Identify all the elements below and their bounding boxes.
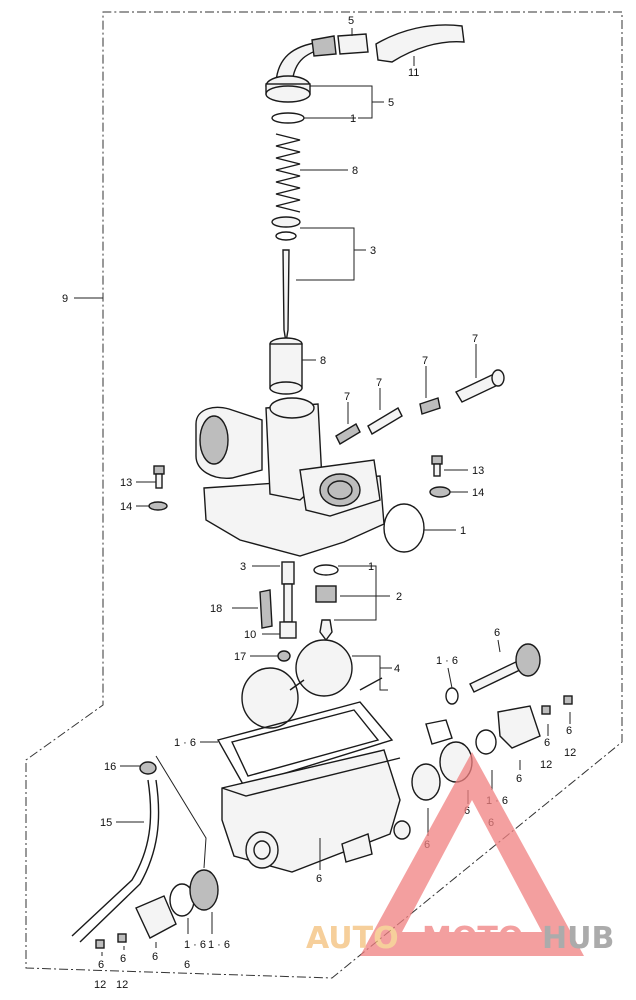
jet-needle xyxy=(282,249,290,343)
top-cap xyxy=(265,75,311,103)
callout-6-plate: 6 xyxy=(516,773,522,785)
callout-6-bottom-a: 6 xyxy=(98,959,104,971)
callout-18: 18 xyxy=(210,603,222,615)
callout-2: 2 xyxy=(396,591,402,603)
callout-5-top: 5 xyxy=(348,15,354,27)
callout-1-oring: 1 xyxy=(350,113,356,125)
callout-8-spring: 8 xyxy=(352,165,358,177)
callout-3-clip: 3 xyxy=(370,245,376,257)
adjust-screw-7b xyxy=(367,407,403,435)
float-assembly xyxy=(241,639,383,729)
callout-1-gasket: 1 xyxy=(460,525,466,537)
bottom-screw-b xyxy=(117,933,127,943)
tube-clamp xyxy=(139,761,157,775)
callout-8-slide: 8 xyxy=(320,355,326,367)
callout-9: 9 xyxy=(62,293,68,305)
bowl-gasket xyxy=(216,701,394,787)
main-jet-holder xyxy=(279,561,297,639)
slow-jet-17 xyxy=(277,650,291,662)
callout-6-cover-screw-b: 6 xyxy=(566,725,572,737)
callout-6-bottom-c: 6 xyxy=(152,951,158,963)
diaphragm-o-ring xyxy=(475,729,497,755)
adjust-screw-7c xyxy=(419,397,441,415)
automotohub-watermark: AUTO MOTO HUB xyxy=(306,752,614,956)
callout-6-shaft: 6 xyxy=(494,627,500,639)
watermark-text-hub: HUB xyxy=(542,921,614,956)
callout-12-bottom-b: 12 xyxy=(116,979,128,991)
callout-17: 17 xyxy=(234,651,246,663)
callout-10: 10 xyxy=(244,629,256,641)
throttle-slide xyxy=(269,337,303,395)
drain-screw-shaft xyxy=(469,643,541,693)
cover-plate xyxy=(497,705,541,749)
needle-clip-retainer xyxy=(271,216,301,241)
float-bowl xyxy=(221,749,411,873)
callout-6-cover-screw-a: 6 xyxy=(544,737,550,749)
bottom-diaphragm xyxy=(189,869,219,911)
slow-jet-18 xyxy=(259,589,273,629)
fuel-tube xyxy=(71,779,160,943)
callout-14-right: 14 xyxy=(472,487,484,499)
assembly-border xyxy=(25,11,623,979)
callout-6-bottom-b: 6 xyxy=(120,953,126,965)
diaphragm-cover-b xyxy=(411,763,441,801)
callout-1-6-left: 1 · 6 xyxy=(174,737,196,749)
bottom-screw-a xyxy=(95,939,105,949)
callout-13-right: 13 xyxy=(472,465,484,477)
cover-screw-a xyxy=(541,705,551,715)
leader-lines xyxy=(74,28,571,956)
throttle-spring xyxy=(275,133,301,213)
throttle-cable-elbow xyxy=(275,35,337,85)
flange-bolt-right xyxy=(431,455,443,477)
cover-screw-b xyxy=(563,695,573,705)
callout-3-jet: 3 xyxy=(240,561,246,573)
callout-4: 4 xyxy=(394,663,400,675)
callout-12-cover-screw-a: 12 xyxy=(540,759,552,771)
callout-7-c: 7 xyxy=(422,355,428,367)
watermark-text-auto: AUTO xyxy=(306,921,399,956)
cable-boot xyxy=(337,33,369,55)
float-valve-seat xyxy=(313,564,339,603)
adjust-screw-7d xyxy=(455,369,505,403)
callout-6-cover-a: 6 xyxy=(464,805,470,817)
callout-5-cap: 5 xyxy=(388,97,394,109)
callout-1-6-bottom-2: 1 · 6 xyxy=(208,939,230,951)
callout-12-cover-screw-b: 12 xyxy=(564,747,576,759)
bottom-cover-plate xyxy=(135,895,177,939)
carburetor-body xyxy=(195,397,385,557)
cover-gasket xyxy=(425,719,453,745)
callout-1-seat: 1 xyxy=(368,561,374,573)
callout-6-bottom-d: 6 xyxy=(184,959,190,971)
adjust-screw-7a xyxy=(335,423,361,445)
flange-washer-right xyxy=(429,486,451,498)
float-needle-valve xyxy=(319,619,333,642)
small-o-ring-right xyxy=(445,687,459,705)
watermark-triangle-icon xyxy=(360,752,584,956)
callout-15: 15 xyxy=(100,817,112,829)
flange-bolt-left xyxy=(153,465,165,489)
callout-6-bowl: 6 xyxy=(316,873,322,885)
callout-16: 16 xyxy=(104,761,116,773)
flange-washer-left xyxy=(148,501,168,511)
watermark-text-moto: MOTO xyxy=(422,921,523,956)
callout-7-b: 7 xyxy=(376,377,382,389)
cable-hose-11 xyxy=(375,24,465,63)
callout-7-d: 7 xyxy=(472,333,478,345)
callout-7-a: 7 xyxy=(344,391,350,403)
callout-labels: 5 11 5 1 8 3 9 8 7 7 7 7 13 14 13 14 1 3… xyxy=(62,15,576,991)
callout-12-bottom-a: 12 xyxy=(94,979,106,991)
callout-1-6-bottom: 1 · 6 xyxy=(184,939,206,951)
flange-o-ring xyxy=(383,503,425,553)
callout-14-left: 14 xyxy=(120,501,132,513)
callout-11: 11 xyxy=(408,67,419,79)
callout-1-6-right: 1 · 6 xyxy=(436,655,458,667)
cap-o-ring xyxy=(271,112,305,124)
callout-13-left: 13 xyxy=(120,477,132,489)
